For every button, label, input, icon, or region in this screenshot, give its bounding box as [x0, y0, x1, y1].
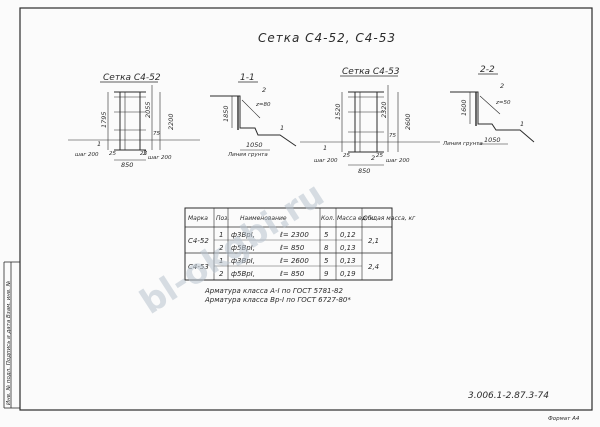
mesh-left-label: Сетка С4-52 — [103, 73, 161, 83]
table-cell-mass: 0,19 — [340, 270, 356, 278]
table-cell-pos: 1 — [219, 231, 223, 239]
table-cell-mass: 0,13 — [340, 244, 356, 252]
mesh-right-dim-3: 2600 — [404, 113, 412, 130]
table-cell-mass: 0,13 — [340, 257, 356, 265]
table-cell-qty: 9 — [324, 270, 329, 278]
mesh-right-mark-2: 2 — [371, 154, 375, 162]
section-2-dim-h: 1600 — [460, 99, 468, 116]
mesh-right-dim-5: 25 — [343, 153, 350, 159]
table-cell-pos: 2 — [219, 270, 224, 278]
sheet-title: Сетка С4-52, С4-53 — [258, 31, 396, 45]
mesh-left-dim-3: 2200 — [167, 113, 175, 130]
table-cell-name: ф5ВрI, — [231, 244, 255, 252]
table-row-total: 2,1 — [368, 237, 379, 245]
table-header-total: Общая масса, кг — [363, 215, 416, 222]
sheet-frame — [19, 7, 593, 411]
section-1-dim-w: 1050 — [246, 141, 263, 149]
section-1-dim-z: z=80 — [255, 102, 271, 108]
table-cell-qty: 5 — [324, 257, 329, 265]
table-cell-pos: 1 — [219, 257, 223, 265]
section-1-ground: Линия грунта — [227, 152, 268, 158]
mesh-left-step-left: шаг 200 — [75, 152, 99, 158]
table-row-mark: С4-52 — [188, 237, 209, 245]
mesh-left-mark-2: 2 — [143, 149, 147, 157]
section-1-mark-2: 2 — [262, 86, 266, 94]
table-cell-name: ф3ВрI, — [231, 231, 255, 239]
section-1-label: 1-1 — [240, 73, 255, 83]
document-code: 3.006.1-2.87.3-74 — [468, 391, 549, 401]
table-cell-pos: 2 — [219, 244, 224, 252]
table-row-total: 2,4 — [368, 263, 379, 271]
mesh-left-dim-5: 25 — [109, 151, 116, 157]
note-line-1: Арматура класса А-I по ГОСТ 5781-82 — [204, 287, 343, 295]
mesh-right-step-right: шаг 200 — [386, 158, 410, 164]
section-2-mark-1: 1 — [520, 120, 524, 128]
section-1-dim-h: 1850 — [222, 105, 230, 122]
mesh-right-dim-4: 75 — [389, 133, 396, 139]
table-cell-name: ф5ВрI, — [231, 270, 255, 278]
table-header-pos: Поз. — [216, 215, 229, 222]
section-2-label: 2-2 — [480, 65, 495, 75]
section-1-1-drawing: 1-1 1850 z=80 1050 Линия грунта 2 1 — [210, 73, 297, 158]
mesh-right-dim-7: 850 — [358, 167, 370, 175]
mesh-right-label: Сетка С4-53 — [342, 67, 400, 77]
mesh-right-mark-1: 1 — [323, 144, 327, 152]
format-label: Формат А4 — [548, 416, 580, 422]
mesh-left-dim-4: 75 — [153, 131, 160, 137]
mesh-right-dim-2: 2320 — [380, 101, 388, 118]
table-cell-mass: 0,12 — [340, 231, 356, 239]
table-header-mass: Масса ед. кг — [337, 215, 377, 222]
mesh-right-dim-6: 25 — [376, 153, 383, 159]
spec-table: Марка Поз. Наименование Кол. Масса ед. к… — [184, 207, 416, 281]
mesh-left-dim-2: 2055 — [144, 101, 152, 118]
section-2-dim-z: z=50 — [495, 100, 511, 106]
section-2-ground: Линия грунта — [442, 141, 483, 147]
mesh-left-step-right: шаг 200 — [148, 155, 172, 161]
table-header-name: Наименование — [240, 215, 287, 222]
section-2-mark-2: 2 — [500, 82, 504, 90]
note-line-2: Арматура класса Вр-I по ГОСТ 6727-80* — [204, 296, 351, 304]
section-2-dim-w: 1050 — [484, 136, 501, 144]
table-cell-qty: 5 — [324, 231, 329, 239]
mesh-c4-53-drawing: Сетка С4-53 1520 2320 2600 75 25 25 850 … — [300, 67, 440, 175]
section-1-mark-1: 1 — [280, 124, 284, 132]
mesh-left-dim-7: 850 — [121, 161, 133, 169]
table-cell-len: ℓ= 850 — [279, 244, 305, 252]
table-cell-name: ф3ВрI, — [231, 257, 255, 265]
table-cell-len: ℓ= 2600 — [279, 257, 309, 265]
table-cell-qty: 8 — [324, 244, 329, 252]
table-header-qty: Кол. — [321, 215, 335, 222]
table-row-mark: С4-53 — [188, 263, 209, 271]
section-2-2-drawing: 2-2 1600 z=50 1050 Линия грунта 2 1 — [442, 65, 535, 147]
table-header-mark: Марка — [188, 215, 208, 222]
mesh-c4-52-drawing: Сетка С4-52 1795 2055 2200 75 25 25 850 … — [68, 73, 200, 169]
table-cell-len: ℓ= 2300 — [279, 231, 309, 239]
mesh-right-step-left: шаг 200 — [314, 158, 338, 164]
mesh-right-dim-1: 1520 — [334, 103, 342, 120]
table-cell-len: ℓ= 850 — [279, 270, 305, 278]
mesh-left-mark-1: 1 — [97, 140, 101, 148]
side-stamp-text: Инв. № подл. Подпись и дата Взам. инв. № — [6, 280, 12, 405]
mesh-left-dim-1: 1795 — [100, 111, 108, 128]
mesh-left-dim-6: 25 — [140, 151, 147, 157]
side-stamp: Инв. № подл. Подпись и дата Взам. инв. № — [3, 261, 20, 409]
